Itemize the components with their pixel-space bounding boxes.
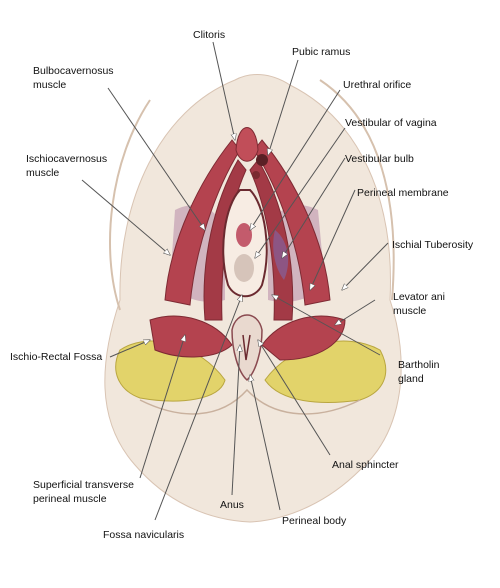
vaginal-orifice-shape <box>234 254 254 282</box>
leader-ischio-rectal <box>109 340 150 358</box>
right-bulbocavernosus-shape <box>249 159 294 321</box>
leader-pubic-ramus <box>268 59 299 155</box>
right-thigh-contour <box>319 79 395 301</box>
pubic-node <box>256 154 268 166</box>
label-superficial-transverse-perineal-muscle: Superficial transverse perineal muscle <box>33 479 134 505</box>
leader-anus <box>231 345 240 496</box>
urethral-orifice-shape <box>236 223 252 247</box>
label-ischial-tuberosity: Ischial Tuberosity <box>392 239 474 251</box>
leader-ischial-tuberosity <box>342 242 389 290</box>
leader-perineal-body <box>250 375 281 511</box>
leader-vestibular-vagina <box>255 127 346 258</box>
left-thigh-contour <box>109 99 151 311</box>
pubic-node-2 <box>252 171 260 179</box>
left-levator-ani <box>149 315 233 358</box>
anus-shape <box>242 334 251 361</box>
lower-skin-contour <box>139 388 361 415</box>
label-perineal-body: Perineal body <box>282 515 347 527</box>
leader-vestibular-bulb <box>282 157 346 258</box>
leader-bulbocavernosus <box>107 87 205 230</box>
leader-anal-sphincter <box>258 340 331 456</box>
leader-urethral-orifice <box>250 89 341 230</box>
label-pubic-ramus: Pubic ramus <box>292 46 351 58</box>
label-vestibular-of-vagina: Vestibular of vagina <box>345 117 437 129</box>
label-ischio-rectal-fossa: Ischio-Rectal Fossa <box>10 351 103 363</box>
right-ischiocavernosus-shape <box>253 139 331 306</box>
label-anus: Anus <box>220 499 244 511</box>
label-urethral-orifice: Urethral orifice <box>343 79 412 91</box>
label-bulbocavernosus-muscle: Bulbocavernosus muscle <box>33 65 114 91</box>
vestibular-bulb-shape <box>273 230 289 280</box>
label-perineal-membrane: Perineal membrane <box>357 187 449 199</box>
clitoris-shape <box>235 127 259 162</box>
label-fossa-navicularis: Fossa navicularis <box>103 529 185 541</box>
leader-clitoris <box>212 41 235 140</box>
leader-ischiocavernosus <box>81 179 170 255</box>
label-anal-sphincter: Anal sphincter <box>332 459 399 471</box>
label-bartholin-gland: Bartholin gland <box>398 359 440 385</box>
right-levator-ani <box>261 315 346 361</box>
leader-fossa-navicularis <box>154 295 242 521</box>
left-ischiocavernosus-shape <box>164 139 241 306</box>
leader-bartholin <box>272 295 381 356</box>
label-ischiocavernosus-muscle: Ischiocavernosus muscle <box>26 153 108 179</box>
leader-perineal-membrane <box>310 189 356 290</box>
leader-levator-ani <box>335 299 376 325</box>
leader-superficial-transverse <box>139 335 185 479</box>
leader-lines <box>81 41 389 521</box>
label-vestibular-bulb: Vestibular bulb <box>345 153 414 165</box>
label-levator-ani-muscle: Levator ani muscle <box>393 291 445 317</box>
label-clitoris: Clitoris <box>193 29 226 41</box>
